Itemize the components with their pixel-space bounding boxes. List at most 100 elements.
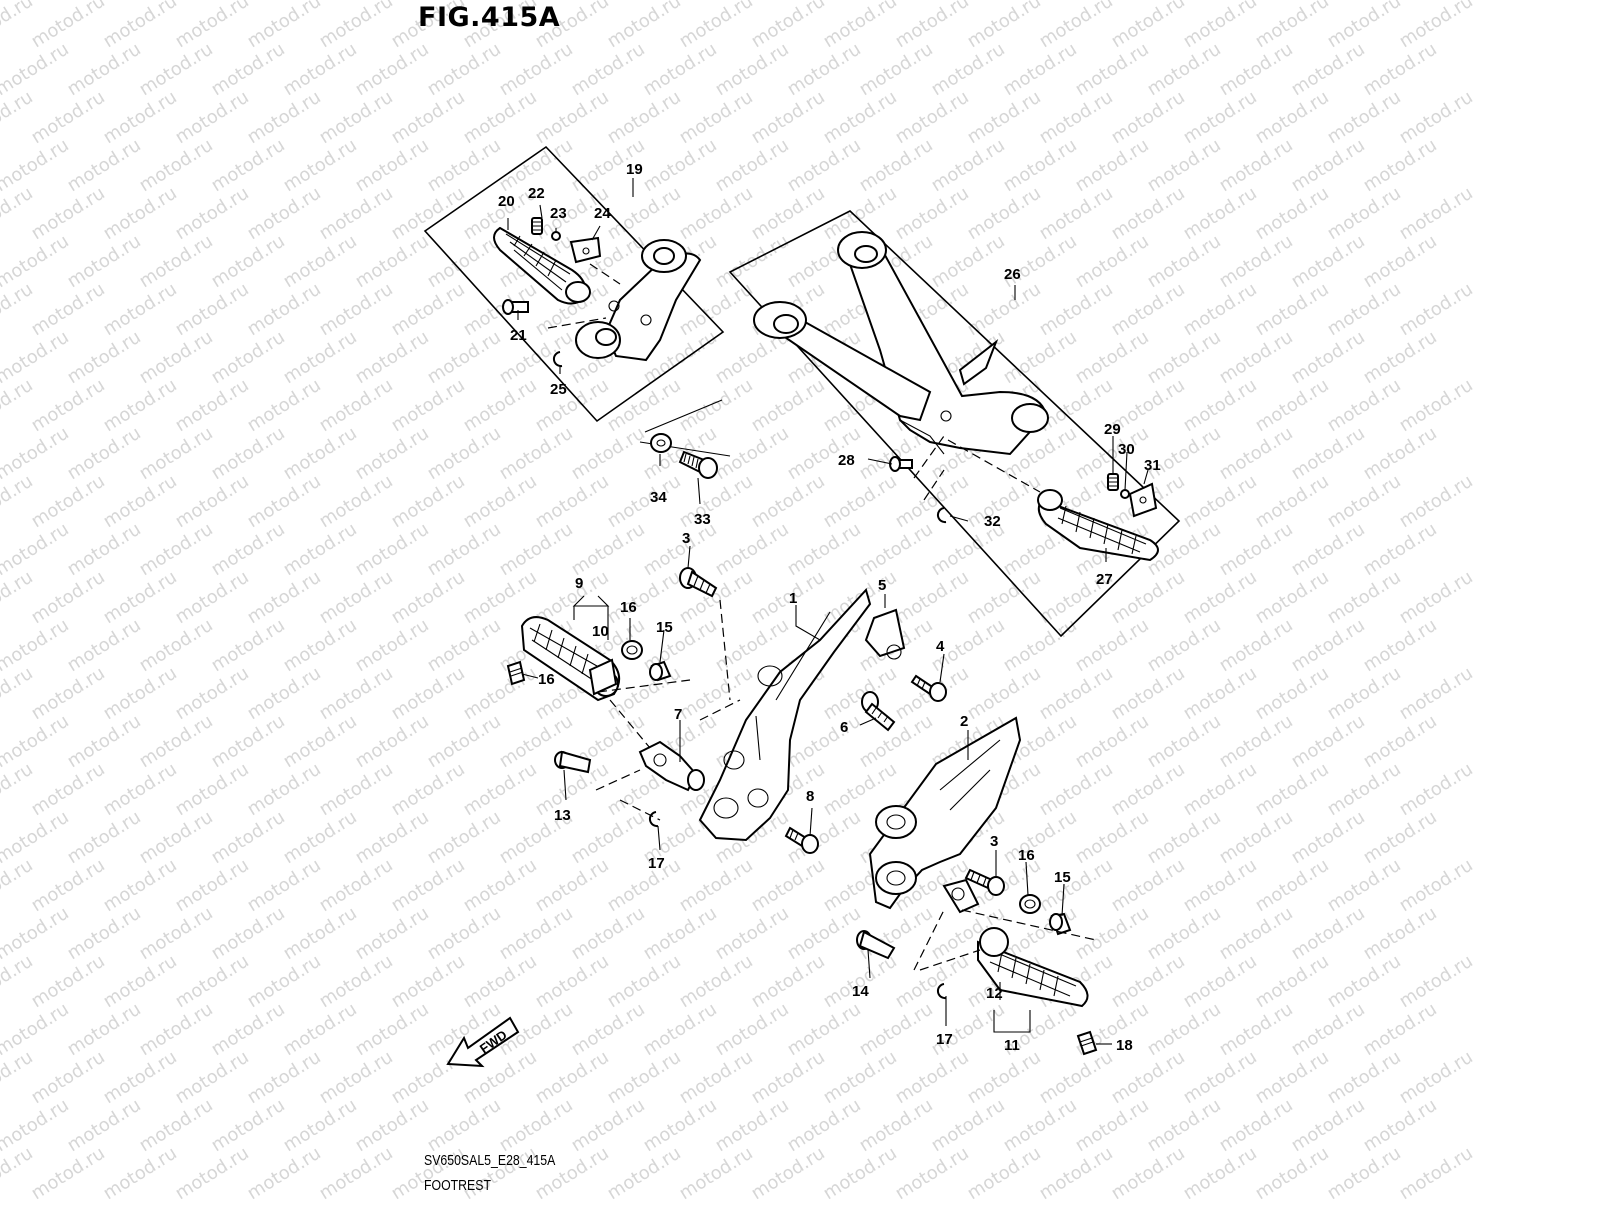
callout-12: 12 — [986, 985, 1003, 1002]
watermark-text: motod.ru — [640, 1095, 721, 1157]
watermark-text: motod.ru — [172, 183, 253, 245]
leader-lines — [507, 204, 1149, 1045]
watermark-text: motod.ru — [964, 567, 1045, 629]
watermark-text: motod.ru — [1072, 231, 1153, 293]
watermark-text: motod.ru — [424, 423, 505, 485]
watermark-text: motod.ru — [1036, 759, 1117, 821]
watermark-text: motod.ru — [136, 519, 217, 581]
watermark-text: motod.ru — [568, 903, 649, 965]
watermark-text: motod.ru — [1000, 135, 1081, 197]
watermark-text: motod.ru — [928, 39, 1009, 101]
watermark-text: motod.ru — [244, 663, 325, 725]
watermark-text: motod.ru — [568, 807, 649, 869]
callout-11: 11 — [1004, 1037, 1020, 1054]
watermark-text: motod.ru — [1036, 1143, 1117, 1200]
watermark-text: motod.ru — [604, 1143, 685, 1200]
watermark-text: motod.ru — [712, 519, 793, 581]
watermark-text: motod.ru — [1360, 39, 1441, 101]
watermark-text: motod.ru — [280, 999, 361, 1061]
bolt-33 — [678, 450, 718, 479]
watermark-text: motod.ru — [388, 663, 469, 725]
watermark-text: motod.ru — [1036, 663, 1117, 725]
tip-16-left — [506, 660, 526, 686]
watermark-text: motod.ru — [1144, 327, 1225, 389]
watermark-text: motod.ru — [388, 951, 469, 1013]
watermark-text: motod.ru — [172, 375, 253, 437]
watermark-text: motod.ru — [136, 231, 217, 293]
watermark-text: motod.ru — [928, 135, 1009, 197]
watermark-text: motod.ru — [1144, 231, 1225, 293]
right-peg-guides — [913, 909, 1097, 971]
watermark-text: motod.ru — [136, 807, 217, 869]
watermark-text: motod.ru — [352, 423, 433, 485]
watermark-text: motod.ru — [244, 759, 325, 821]
diagram-name: FOOTREST — [424, 1177, 491, 1194]
watermark-text: motod.ru — [136, 711, 217, 773]
watermark-text: motod.ru — [748, 1047, 829, 1109]
watermark-text: motod.ru — [1396, 663, 1477, 725]
watermark-text: motod.ru — [1144, 135, 1225, 197]
callout-6: 6 — [840, 719, 848, 736]
watermark-text: motod.ru — [100, 1047, 181, 1109]
watermark-text: motod.ru — [28, 87, 109, 149]
watermark-text: motod.ru — [208, 807, 289, 869]
watermark-text: motod.ru — [1288, 231, 1369, 293]
watermark-text: motod.ru — [748, 87, 829, 149]
watermark-text: motod.ru — [208, 615, 289, 677]
callout-30: 30 — [1118, 441, 1135, 458]
watermark-text: motod.ru — [1252, 375, 1333, 437]
watermark-text: motod.ru — [388, 375, 469, 437]
watermark-text: motod.ru — [1000, 231, 1081, 293]
callout-15-right: 15 — [1054, 869, 1071, 886]
watermark-text: motod.ru — [964, 1143, 1045, 1200]
watermark-text: motod.ru — [748, 0, 829, 52]
watermark-text: motod.ru — [172, 87, 253, 149]
watermark-text: motod.ru — [856, 519, 937, 581]
watermark-text: motod.ru — [1180, 1143, 1261, 1200]
watermark-text: motod.ru — [316, 855, 397, 917]
watermark-text: motod.ru — [820, 1047, 901, 1109]
watermark-text: motod.ru — [172, 663, 253, 725]
watermark-text: motod.ru — [64, 999, 145, 1061]
watermark-text: motod.ru — [316, 87, 397, 149]
watermark-text: motod.ru — [352, 135, 433, 197]
watermark-text: motod.ru — [604, 471, 685, 533]
watermark-text: motod.ru — [1396, 471, 1477, 533]
watermark-text: motod.ru — [820, 1143, 901, 1200]
watermark-text: motod.ru — [1072, 327, 1153, 389]
watermark-text: motod.ru — [1396, 1047, 1477, 1109]
watermark-text: motod.ru — [0, 0, 37, 52]
watermark-text: motod.ru — [1252, 0, 1333, 52]
watermark-text: motod.ru — [280, 327, 361, 389]
watermark-text: motod.ru — [1036, 87, 1117, 149]
watermark-text: motod.ru — [424, 519, 505, 581]
watermark-text: motod.ru — [1396, 567, 1477, 629]
callout-4: 4 — [936, 638, 945, 655]
watermark-text: motod.ru — [928, 1095, 1009, 1157]
watermark-text: motod.ru — [604, 375, 685, 437]
watermark-text: motod.ru — [208, 327, 289, 389]
watermark-text: motod.ru — [856, 999, 937, 1061]
watermark-text: motod.ru — [244, 87, 325, 149]
bracket-1 — [698, 588, 872, 842]
watermark-text: motod.ru — [892, 183, 973, 245]
watermark-text: motod.ru — [964, 279, 1045, 341]
watermark-text: motod.ru — [424, 231, 505, 293]
watermark-text: motod.ru — [208, 903, 289, 965]
watermark-text: motod.ru — [1216, 423, 1297, 485]
watermark-text: motod.ru — [1180, 183, 1261, 245]
watermark-text: motod.ru — [1252, 663, 1333, 725]
watermark-text: motod.ru — [316, 951, 397, 1013]
watermark-text: motod.ru — [244, 855, 325, 917]
inset-19-outline — [423, 145, 725, 423]
watermark-text: motod.ru — [1396, 279, 1477, 341]
watermark-text: motod.ru — [244, 567, 325, 629]
callout-9: 9 — [575, 575, 583, 592]
watermark-text: motod.ru — [1324, 375, 1405, 437]
pin-14 — [856, 930, 896, 960]
watermark-text: motod.ru — [1324, 0, 1405, 52]
watermark-text: motod.ru — [892, 471, 973, 533]
heel-guard-2 — [868, 716, 1022, 910]
watermark-text: motod.ru — [172, 759, 253, 821]
